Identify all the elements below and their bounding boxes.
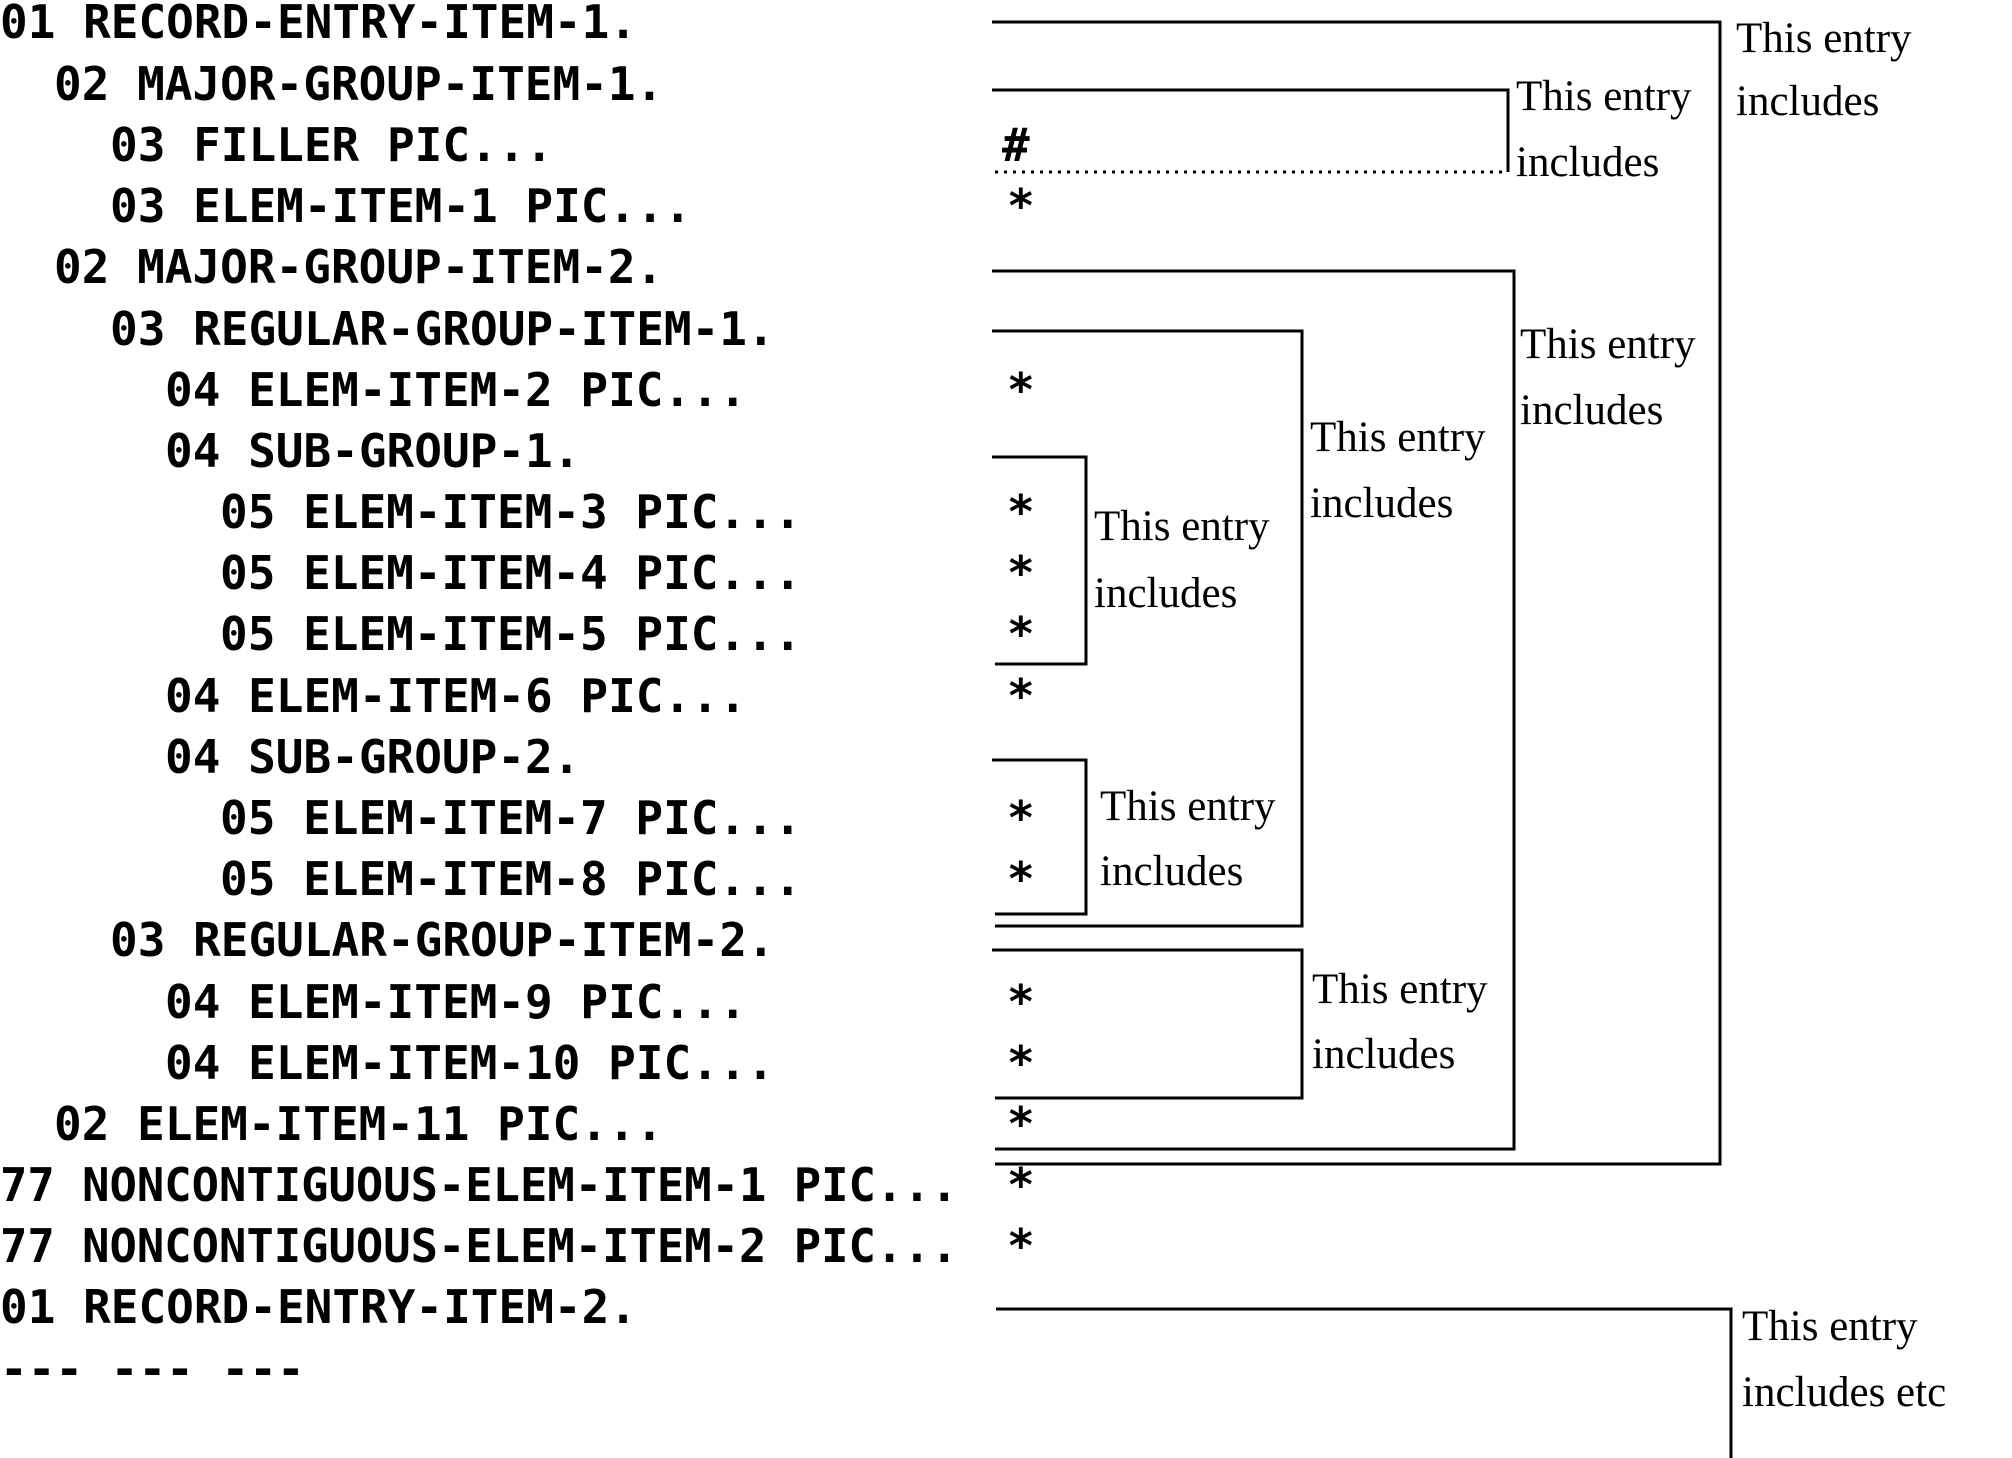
note-regular-group-item-1-line2: includes <box>1310 480 1453 527</box>
code-line-record-entry-item-1: 01 RECORD-ENTRY-ITEM-1. <box>0 0 637 49</box>
code-line-noncontiguous-elem-item-2: 77 NONCONTIGUOUS-ELEM-ITEM-2 PIC... <box>0 1219 958 1273</box>
code-line-continuation: --- --- --- <box>0 1342 305 1396</box>
bracket-annotations: This entry includes This entry includes … <box>1094 15 1946 1416</box>
code-line-elem-item-6: 04 ELEM-ITEM-6 PIC... <box>165 669 747 723</box>
bracket-lines <box>992 20 1733 1458</box>
marker-column: # * * * * * * * * * * * * * <box>1002 118 1035 1273</box>
marker-elem-item-9: * <box>1007 975 1035 1029</box>
code-line-elem-item-3: 05 ELEM-ITEM-3 PIC... <box>220 485 802 539</box>
code-listing: 01 RECORD-ENTRY-ITEM-1. 02 MAJOR-GROUP-I… <box>0 0 958 1396</box>
marker-elem-item-6: * <box>1007 669 1035 723</box>
bracket-major-group-item-2 <box>992 269 1516 1151</box>
note-major-group-item-2-line2: includes <box>1520 387 1663 434</box>
marker-elem-item-8: * <box>1007 852 1035 906</box>
note-sub-group-2-line1: This entry <box>1100 783 1276 830</box>
bracket-record-entry-item-1 <box>992 20 1722 1166</box>
code-line-filler: 03 FILLER PIC... <box>110 118 553 172</box>
bracket-regular-group-item-2 <box>992 948 1304 1100</box>
marker-noncontiguous-elem-item-2: * <box>1007 1219 1035 1273</box>
bracket-sub-group-1 <box>992 455 1088 666</box>
note-regular-group-item-1-line1: This entry <box>1310 414 1486 461</box>
code-line-elem-item-9: 04 ELEM-ITEM-9 PIC... <box>165 975 747 1029</box>
note-major-group-item-2-line1: This entry <box>1520 321 1696 368</box>
note-record-entry-item-2-line1: This entry <box>1742 1303 1918 1350</box>
note-record-entry-item-2-line2: includes etc <box>1742 1369 1946 1416</box>
marker-elem-item-10: * <box>1007 1036 1035 1090</box>
note-sub-group-1-line1: This entry <box>1094 503 1270 550</box>
marker-filler: # <box>1002 118 1030 172</box>
marker-elem-item-2: * <box>1007 363 1035 417</box>
bracket-record-entry-item-2 <box>996 1307 1733 1458</box>
note-regular-group-item-2-line1: This entry <box>1312 966 1488 1013</box>
bracket-sub-group-2 <box>992 758 1088 916</box>
code-line-elem-item-5: 05 ELEM-ITEM-5 PIC... <box>220 607 802 661</box>
code-line-elem-item-2: 04 ELEM-ITEM-2 PIC... <box>165 363 747 417</box>
note-record-entry-item-1-line2: includes <box>1736 78 1879 125</box>
note-sub-group-1-line2: includes <box>1094 570 1237 617</box>
note-major-group-item-1-line1: This entry <box>1516 73 1692 120</box>
bracket-regular-group-item-1 <box>992 329 1304 928</box>
bracket-major-group-item-1 <box>992 88 1510 172</box>
code-line-sub-group-1: 04 SUB-GROUP-1. <box>165 424 580 478</box>
code-line-elem-item-7: 05 ELEM-ITEM-7 PIC... <box>220 791 802 845</box>
note-major-group-item-1-line2: includes <box>1516 139 1659 186</box>
code-line-major-group-item-1: 02 MAJOR-GROUP-ITEM-1. <box>54 57 663 111</box>
code-line-elem-item-11: 02 ELEM-ITEM-11 PIC... <box>54 1097 663 1151</box>
marker-elem-item-3: * <box>1007 485 1035 539</box>
note-regular-group-item-2-line2: includes <box>1312 1031 1455 1078</box>
code-line-major-group-item-2: 02 MAJOR-GROUP-ITEM-2. <box>54 240 663 294</box>
code-line-elem-item-1: 03 ELEM-ITEM-1 PIC... <box>110 179 692 233</box>
note-record-entry-item-1-line1: This entry <box>1736 15 1912 62</box>
note-sub-group-2-line2: includes <box>1100 848 1243 895</box>
marker-elem-item-7: * <box>1007 791 1035 845</box>
code-line-elem-item-10: 04 ELEM-ITEM-10 PIC... <box>165 1036 774 1090</box>
marker-elem-item-11: * <box>1007 1097 1035 1151</box>
code-line-record-entry-item-2: 01 RECORD-ENTRY-ITEM-2. <box>0 1280 637 1334</box>
marker-elem-item-4: * <box>1007 546 1035 600</box>
code-line-noncontiguous-elem-item-1: 77 NONCONTIGUOUS-ELEM-ITEM-1 PIC... <box>0 1158 958 1212</box>
marker-elem-item-1: * <box>1007 179 1035 233</box>
code-line-elem-item-4: 05 ELEM-ITEM-4 PIC... <box>220 546 802 600</box>
code-line-sub-group-2: 04 SUB-GROUP-2. <box>165 730 580 784</box>
marker-noncontiguous-elem-item-1: * <box>1007 1158 1035 1212</box>
code-line-regular-group-item-1: 03 REGULAR-GROUP-ITEM-1. <box>110 302 775 356</box>
marker-elem-item-5: * <box>1007 607 1035 661</box>
code-line-elem-item-8: 05 ELEM-ITEM-8 PIC... <box>220 852 802 906</box>
code-line-regular-group-item-2: 03 REGULAR-GROUP-ITEM-2. <box>110 913 775 967</box>
